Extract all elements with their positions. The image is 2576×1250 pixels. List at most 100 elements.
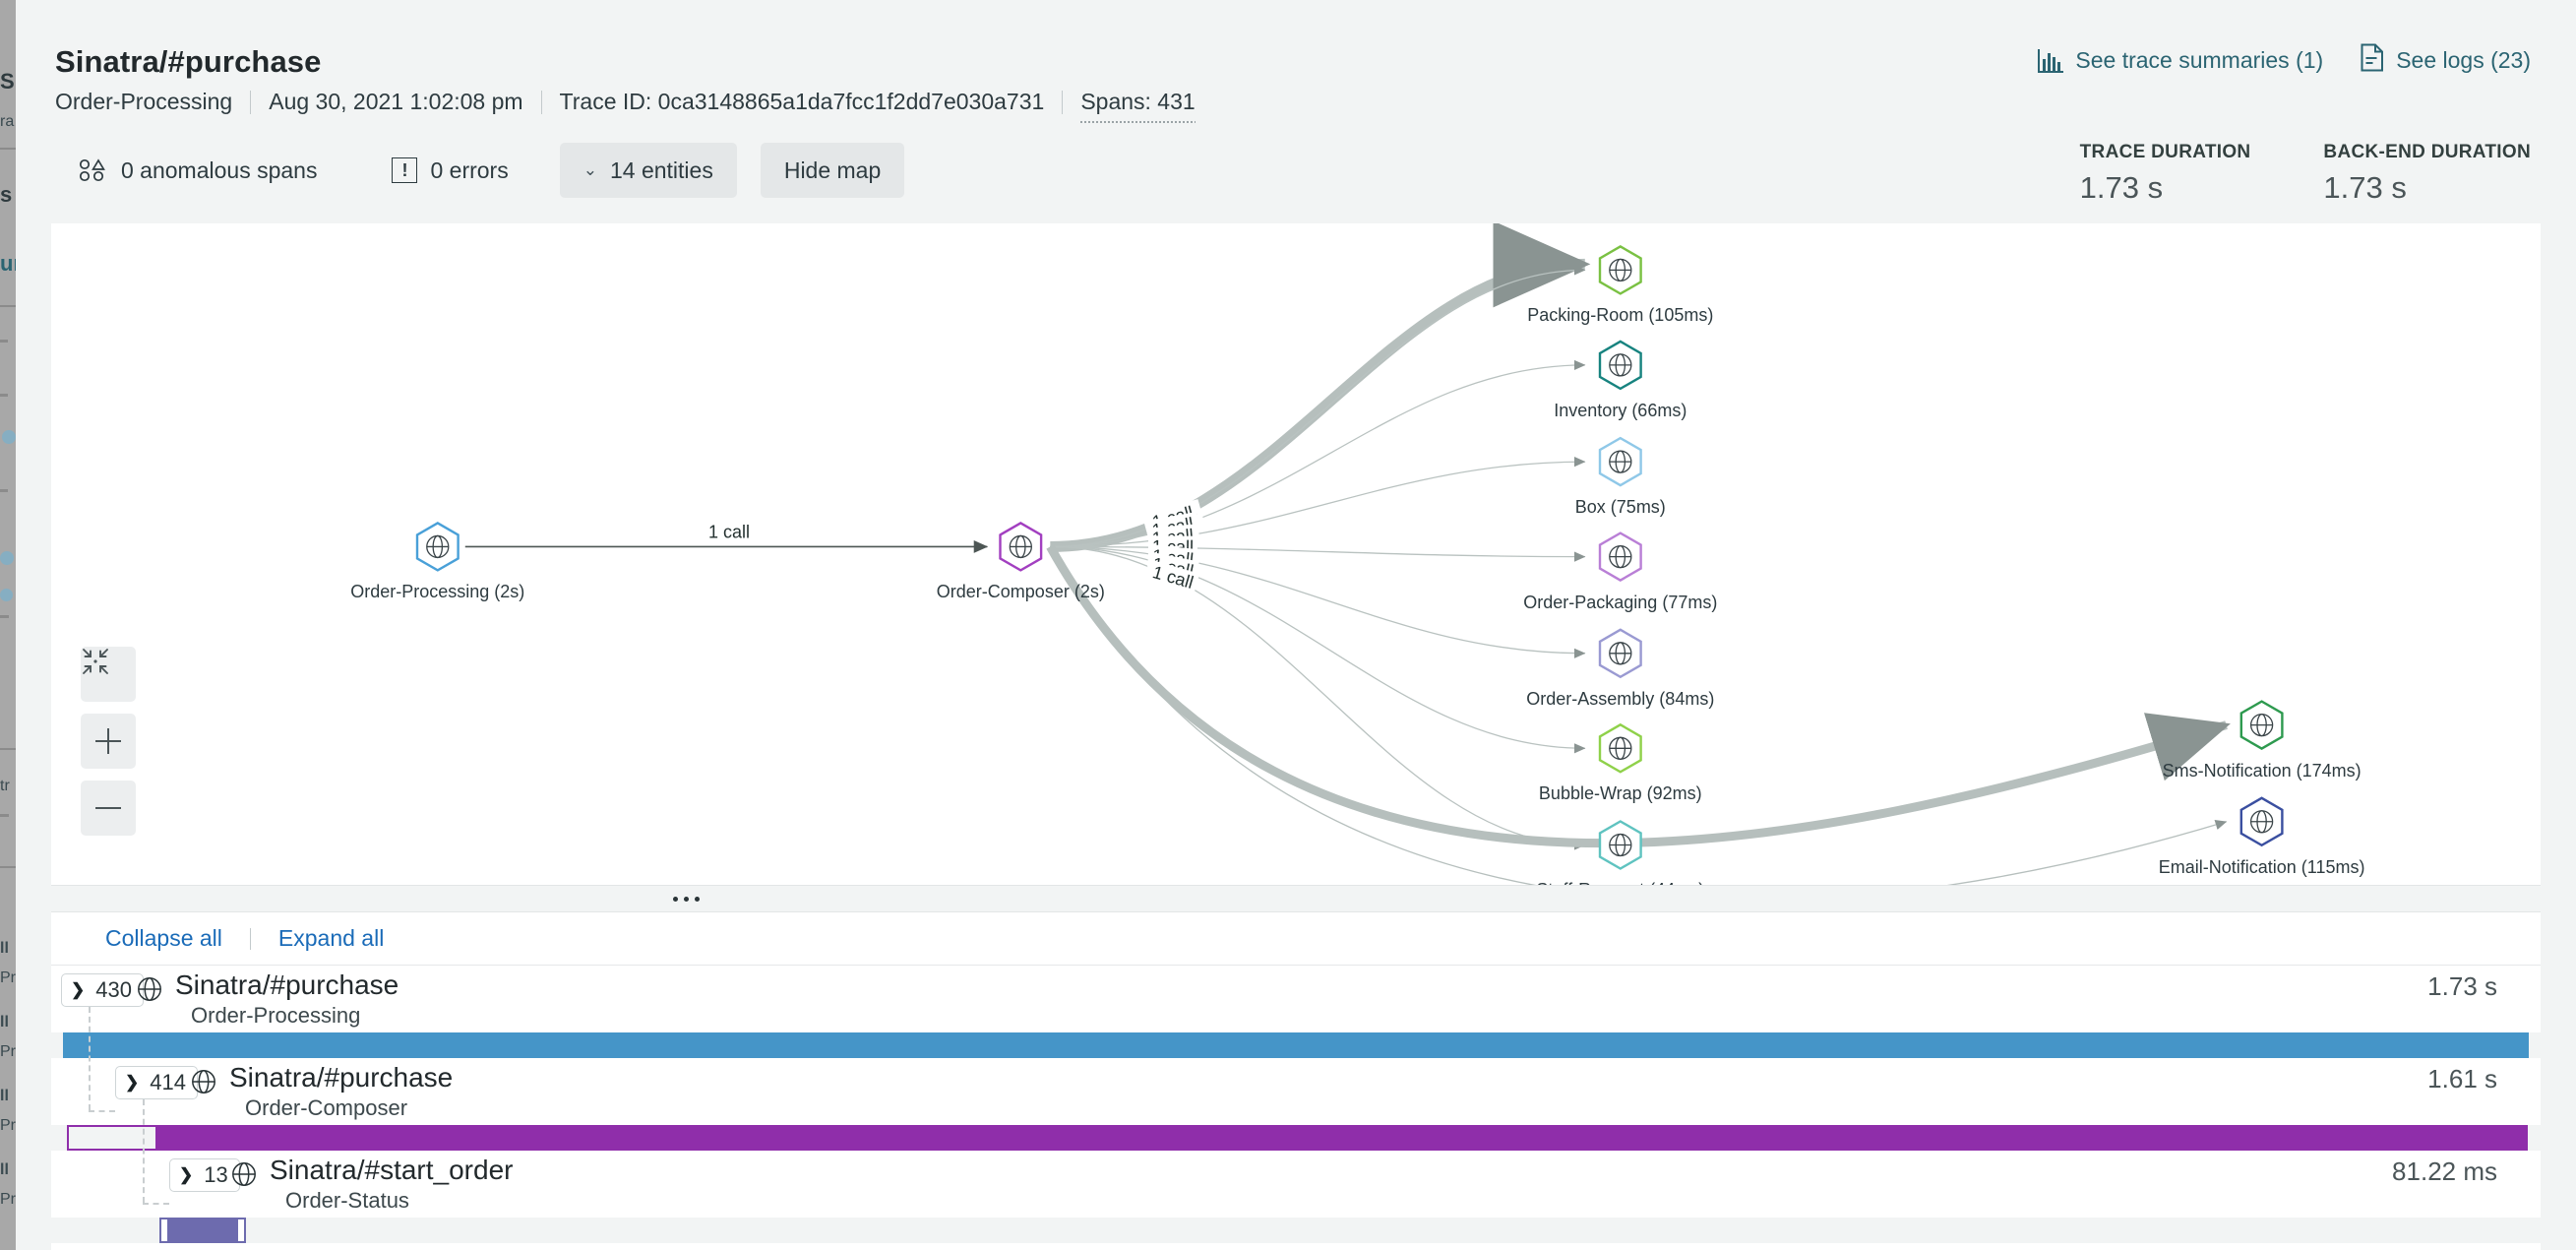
map-node-label-order-packaging: Order-Packaging (77ms) [1523, 592, 1718, 612]
anomalous-spans-label: 0 anomalous spans [121, 156, 318, 183]
map-node-order-assembly [1598, 628, 1642, 679]
span-timeline-track[interactable] [51, 1032, 2541, 1058]
edge-fanout [1050, 545, 1586, 850]
collapse-arrows-icon [83, 649, 108, 674]
toolbar-divider [249, 927, 251, 950]
hide-map-button[interactable]: Hide map [760, 143, 905, 198]
map-node-label-inventory: Inventory (66ms) [1554, 400, 1687, 420]
span-duration: 1.61 s [2427, 1064, 2497, 1094]
map-node-label-packing-room: Packing-Room (105ms) [1527, 305, 1714, 326]
globe-icon [136, 975, 163, 1008]
chevron-right-icon: ❯ [125, 1073, 140, 1092]
backend-duration-value: 1.73 s [2323, 170, 2407, 205]
edge-fanout [1050, 223, 1591, 552]
child-span-count: 13 [204, 1162, 228, 1187]
edge-fanout [1050, 456, 1586, 548]
map-node-inventory [1598, 340, 1642, 391]
background-page-sliver: S: ra s ur tr ll Pr ll Pr ll Pr ll Pr [0, 0, 16, 1250]
service-map-canvas [415, 223, 2284, 885]
entities-chip[interactable]: ⌄ 14 entities [559, 143, 737, 198]
tree-connector [89, 1007, 91, 1110]
trace-duration-label: TRACE DURATION [2079, 142, 2251, 162]
expand-toggle-badge[interactable]: ❯13 [169, 1158, 240, 1192]
plus-icon [95, 728, 121, 754]
trace-detail-modal: Sinatra/#purchase Order-Processing Aug 3… [16, 0, 2576, 1250]
map-node-label-box: Box (75ms) [1574, 497, 1666, 518]
expand-all-link[interactable]: Expand all [277, 925, 385, 951]
service-map[interactable]: Order-Processing (2s)Order-Composer (2s)… [51, 223, 2541, 885]
trace-duration-value: 1.73 s [2079, 170, 2164, 205]
map-node-label-staff-request: Staff-Request (44ms) [1536, 880, 1704, 885]
anomaly-icon [79, 157, 108, 183]
header-links: See trace summaries (1) See logs (23) [2038, 43, 2531, 78]
see-trace-summaries-label: See trace summaries (1) [2075, 47, 2324, 73]
meta-spans[interactable]: Spans: 431 [1080, 89, 1196, 123]
globe-icon [190, 1068, 217, 1100]
span-name: Sinatra/#purchase [175, 969, 399, 1000]
child-span-count: 414 [150, 1070, 186, 1094]
span-timeline-track[interactable] [51, 1218, 2541, 1243]
trace-filter-chips: 0 anomalous spans ! 0 errors ⌄ 14 entiti… [55, 143, 905, 198]
tree-connector [143, 1203, 169, 1205]
tree-connector [89, 1110, 115, 1112]
span-bar[interactable] [63, 1032, 2529, 1058]
map-node-packing-room [1598, 245, 1642, 295]
backend-duration-label: BACK-END DURATION [2323, 142, 2531, 162]
edge-fanout [1050, 265, 1586, 548]
zoom-out-button[interactable] [81, 781, 136, 836]
document-icon [2361, 43, 2384, 78]
map-node-bubble-wrap [1598, 722, 1642, 774]
map-node-label-sms-notification: Sms-Notification (174ms) [2162, 760, 2361, 781]
span-duration: 81.22 ms [2392, 1156, 2497, 1186]
span-timeline-track[interactable] [51, 1125, 2541, 1151]
edge-fanout [1050, 545, 1586, 658]
hide-map-label: Hide map [783, 156, 882, 183]
meta-spans-label: Spans: 431 [1080, 89, 1196, 114]
waterfall-toolbar: Collapse all Expand all [51, 912, 2541, 966]
bar-chart-icon [2038, 48, 2064, 73]
expand-toggle-badge[interactable]: ❯430 [61, 973, 144, 1007]
trace-header: Sinatra/#purchase Order-Processing Aug 3… [16, 0, 2576, 223]
duration-stats: TRACE DURATION 1.73 s BACK-END DURATION … [2080, 142, 2531, 206]
span-service: Order-Composer [245, 1095, 408, 1120]
map-node-order-composer [999, 522, 1043, 572]
map-node-label-order-composer: Order-Composer (2s) [936, 582, 1105, 602]
span-duration: 1.73 s [2427, 971, 2497, 1001]
meta-divider [540, 90, 542, 114]
map-resize-handle[interactable] [51, 885, 2541, 912]
backend-duration-stat: BACK-END DURATION 1.73 s [2323, 142, 2531, 206]
map-zoom-controls [81, 647, 136, 836]
map-node-box [1598, 436, 1642, 487]
map-node-label-email-notification: Email-Notification (115ms) [2158, 856, 2365, 877]
dotted-underline [1080, 121, 1196, 123]
map-node-order-processing [415, 522, 460, 572]
trace-duration-stat: TRACE DURATION 1.73 s [2080, 142, 2251, 206]
trace-meta: Order-Processing Aug 30, 2021 1:02:08 pm… [55, 89, 1196, 123]
span-bar[interactable] [157, 1125, 2528, 1151]
see-logs-link[interactable]: See logs (23) [2361, 43, 2531, 78]
fit-to-screen-button[interactable] [81, 647, 136, 702]
span-service: Order-Processing [191, 1003, 361, 1028]
map-node-email-notification [2239, 796, 2284, 847]
errors-label: 0 errors [430, 156, 509, 183]
minus-icon [95, 795, 121, 821]
edge-fanout [1050, 359, 1586, 548]
span-bar[interactable] [166, 1218, 239, 1243]
zoom-in-button[interactable] [81, 714, 136, 769]
edge-fanout [1050, 545, 1586, 754]
map-node-order-packaging [1598, 531, 1642, 582]
map-node-label-bubble-wrap: Bubble-Wrap (92ms) [1538, 783, 1702, 804]
errors-chip[interactable]: ! 0 errors [368, 143, 531, 198]
see-trace-summaries-link[interactable]: See trace summaries (1) [2038, 47, 2323, 74]
meta-timestamp: Aug 30, 2021 1:02:08 pm [269, 89, 523, 114]
span-name: Sinatra/#purchase [229, 1062, 454, 1093]
meta-divider [1062, 90, 1064, 114]
collapse-all-link[interactable]: Collapse all [105, 925, 222, 951]
drag-dots-icon [672, 896, 700, 902]
expand-toggle-badge[interactable]: ❯ 414 [115, 1066, 198, 1099]
anomalous-spans-chip[interactable]: 0 anomalous spans [55, 143, 340, 198]
